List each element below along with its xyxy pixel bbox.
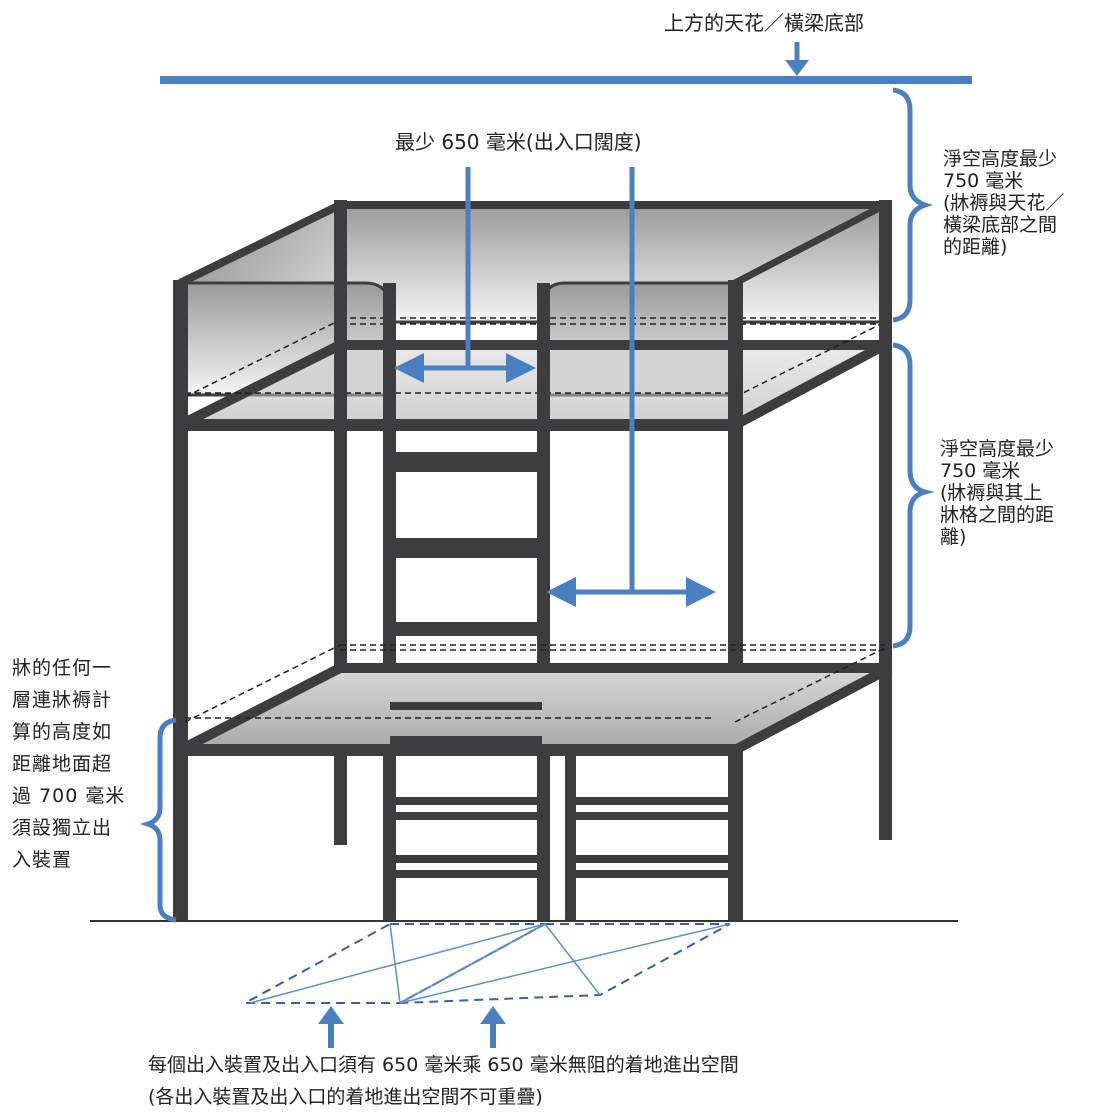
- lower-clearance-brace: [892, 342, 935, 649]
- upper-deck: [180, 345, 885, 425]
- lower-ladder-rungs: [390, 797, 730, 878]
- lower-clearance-label: 淨空高度最少 750 毫米 (牀褥與其上 牀格之間的距 離): [940, 438, 1055, 548]
- lower-mattress-dashed: [184, 644, 886, 723]
- floor-space-diagonals: [249, 923, 731, 1004]
- opening-width-label: 最少 650 毫米(出入口闊度): [395, 130, 642, 154]
- ceiling-label: 上方的天花／橫梁底部: [664, 11, 864, 35]
- bed-posts: [173, 200, 892, 920]
- lower-deck-frame: [177, 663, 890, 755]
- floor-space-label-line1: 每個出入裝置及出入口須有 650 毫米乘 650 毫米無阻的着地進出空間: [148, 1054, 739, 1076]
- ceiling-arrow: [785, 42, 809, 76]
- upper-ladder-rungs: [390, 452, 542, 744]
- upper-mattress-dashed: [184, 317, 886, 398]
- access-rule-label: 牀的任何一 層連牀褥計 算的高度如 距離地面超 過 700 毫米 須設獨立出 入…: [12, 657, 126, 871]
- left-height-brace: [140, 717, 177, 923]
- opening-dimension: [394, 167, 716, 607]
- upper-clearance-label: 淨空高度最少 750 毫米 (牀褥與天花／ 橫梁底部之間 的距離): [943, 148, 1065, 258]
- floor-space-label-line2: (各出入裝置及出入口的着地進出空間不可重疊): [148, 1086, 543, 1108]
- floor-space-dashed: [244, 923, 731, 1004]
- upper-clearance-brace: [892, 87, 933, 323]
- floor-space-arrows: [318, 1006, 506, 1048]
